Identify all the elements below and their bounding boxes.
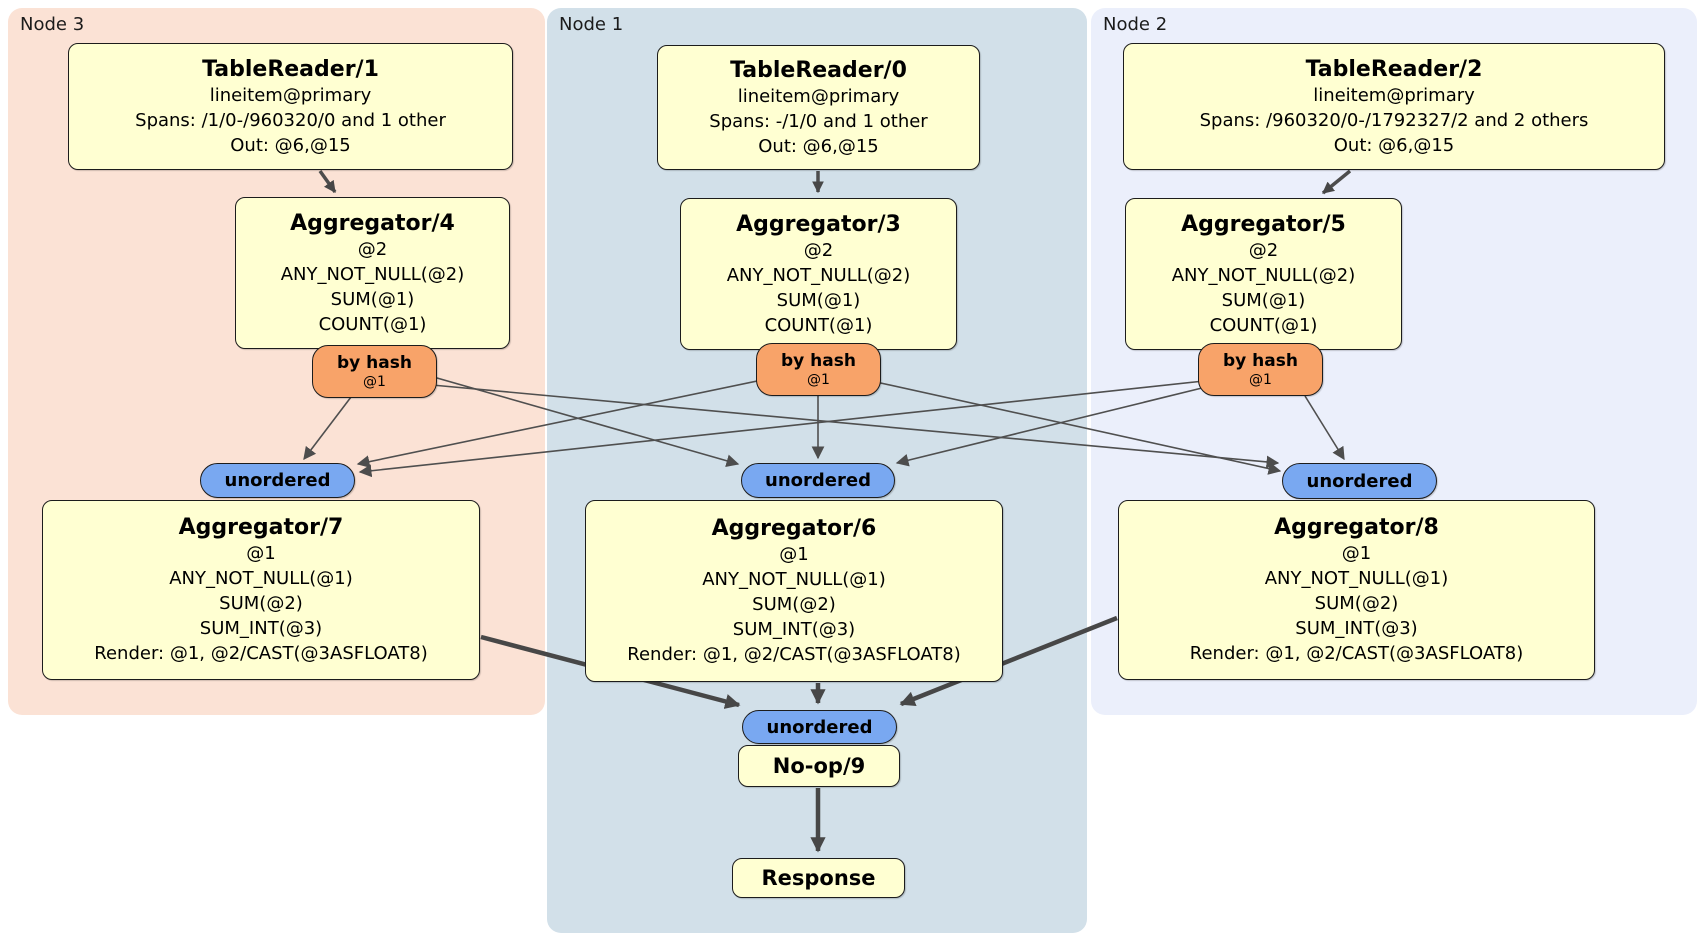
edge-byhash-n2-unordered-n1 [895, 387, 1203, 467]
processor-detail: COUNT(@1) [764, 314, 873, 336]
processor-detail: SUM_INT(@3) [732, 619, 856, 640]
processor-aggregator-7: Aggregator/7 @1 ANY_NOT_NULL(@1) SUM(@2)… [42, 500, 480, 680]
processor-detail: Out: @6,@15 [758, 135, 879, 157]
sync-unordered-node3: unordered [200, 463, 355, 498]
edge-byhash-n1-unordered-n2 [875, 381, 1282, 475]
processor-detail: SUM(@2) [1314, 593, 1399, 614]
sync-label: unordered [224, 470, 331, 491]
node-label-node1: Node 1 [559, 14, 624, 35]
edge-tablereader1-aggregator4 [318, 169, 337, 194]
processor-detail: ANY_NOT_NULL(@2) [726, 264, 911, 286]
router-by-hash-node2: by hash @1 [1198, 343, 1323, 396]
router-detail: @1 [1249, 372, 1272, 388]
processor-detail: SUM(@2) [752, 594, 836, 615]
processor-title: Aggregator/7 [178, 515, 344, 540]
edge-byhash-n2-unordered-n2 [1304, 395, 1345, 461]
processor-aggregator-4: Aggregator/4 @2 ANY_NOT_NULL(@2) SUM(@1)… [235, 197, 510, 349]
processor-title: Aggregator/6 [711, 516, 877, 541]
processor-detail: SUM(@1) [776, 289, 861, 311]
processor-title: TableReader/2 [1305, 56, 1483, 82]
processor-detail: ANY_NOT_NULL(@1) [1264, 568, 1449, 589]
processor-detail: Out: @6,@15 [1333, 134, 1455, 156]
node-label-node2: Node 2 [1103, 14, 1168, 35]
router-by-hash-node3: by hash @1 [312, 345, 437, 398]
processor-detail: @2 [1248, 239, 1279, 261]
processor-detail: @2 [357, 238, 388, 260]
processor-detail: ANY_NOT_NULL(@2) [280, 263, 465, 285]
processor-detail: Spans: /1/0-/960320/0 and 1 other [135, 109, 446, 131]
edge-byhash-n3-unordered-n1 [429, 375, 740, 467]
processor-detail: Spans: -/1/0 and 1 other [709, 110, 928, 132]
response-box: Response [732, 858, 905, 898]
router-detail: @1 [363, 374, 386, 390]
processor-aggregator-3: Aggregator/3 @2 ANY_NOT_NULL(@2) SUM(@1)… [680, 198, 957, 350]
processor-detail: Render: @1, @2/CAST(@3ASFLOAT8) [94, 643, 428, 664]
processor-aggregator-6: Aggregator/6 @1 ANY_NOT_NULL(@1) SUM(@2)… [585, 500, 1003, 682]
processor-detail: @2 [803, 239, 834, 261]
edge-aggregator8-final-unordered [899, 615, 1118, 707]
processor-tablereader-2: TableReader/2 lineitem@primary Spans: /9… [1123, 43, 1665, 170]
sync-label: unordered [765, 470, 871, 491]
edge-tablereader2-aggregator5 [1321, 169, 1352, 195]
processor-detail: ANY_NOT_NULL(@1) [702, 569, 886, 590]
processor-detail: SUM(@1) [1221, 289, 1306, 311]
processor-title: Aggregator/4 [290, 210, 455, 236]
edge-byhash-n3-unordered-n2 [431, 384, 1280, 469]
router-label: by hash [1223, 351, 1298, 371]
node-label-node3: Node 3 [20, 14, 85, 35]
processor-detail: lineitem@primary [737, 85, 900, 107]
processor-detail: Spans: /960320/0-/1792327/2 and 2 others [1199, 109, 1589, 131]
processor-tablereader-0: TableReader/0 lineitem@primary Spans: -/… [657, 45, 980, 170]
sync-unordered-node2: unordered [1282, 463, 1437, 499]
processor-detail: ANY_NOT_NULL(@2) [1171, 264, 1356, 286]
response-label: Response [761, 865, 876, 890]
router-by-hash-node1: by hash @1 [756, 343, 881, 396]
processor-detail: SUM_INT(@3) [1295, 618, 1418, 639]
router-label: by hash [781, 351, 856, 371]
router-label: by hash [337, 353, 412, 373]
processor-detail: COUNT(@1) [1209, 314, 1318, 336]
processor-detail: @1 [779, 544, 809, 565]
processor-title: Aggregator/5 [1181, 211, 1346, 237]
processor-noop-9: No-op/9 [738, 745, 900, 787]
sync-unordered-final: unordered [742, 710, 897, 744]
processor-title: Aggregator/8 [1274, 515, 1439, 540]
sync-label: unordered [766, 716, 873, 738]
processor-detail: Render: @1, @2/CAST(@3ASFLOAT8) [1189, 643, 1524, 664]
edge-byhash-n1-unordered-n3 [356, 379, 763, 468]
processor-detail: COUNT(@1) [318, 313, 427, 335]
processor-detail: SUM_INT(@3) [199, 618, 323, 639]
processor-detail: SUM(@1) [330, 288, 415, 310]
edge-byhash-n2-unordered-n3 [358, 380, 1205, 478]
processor-detail: Render: @1, @2/CAST(@3ASFLOAT8) [627, 644, 961, 665]
processor-title: TableReader/1 [202, 56, 379, 82]
processor-aggregator-8: Aggregator/8 @1 ANY_NOT_NULL(@1) SUM(@2)… [1118, 500, 1595, 680]
processor-title: No-op/9 [772, 753, 866, 778]
processor-detail: lineitem@primary [209, 84, 372, 106]
processor-tablereader-1: TableReader/1 lineitem@primary Spans: /1… [68, 43, 513, 170]
processor-aggregator-5: Aggregator/5 @2 ANY_NOT_NULL(@2) SUM(@1)… [1125, 198, 1402, 350]
sync-label: unordered [1306, 470, 1413, 492]
sync-unordered-node1: unordered [741, 463, 895, 498]
processor-detail: lineitem@primary [1313, 84, 1475, 106]
router-detail: @1 [807, 372, 830, 388]
processor-detail: Out: @6,@15 [230, 134, 351, 156]
processor-detail: @1 [1341, 543, 1372, 564]
processor-detail: ANY_NOT_NULL(@1) [169, 568, 353, 589]
processor-detail: SUM(@2) [219, 593, 303, 614]
processor-title: Aggregator/3 [736, 211, 901, 237]
processor-detail: @1 [246, 543, 276, 564]
processor-title: TableReader/0 [730, 57, 907, 83]
